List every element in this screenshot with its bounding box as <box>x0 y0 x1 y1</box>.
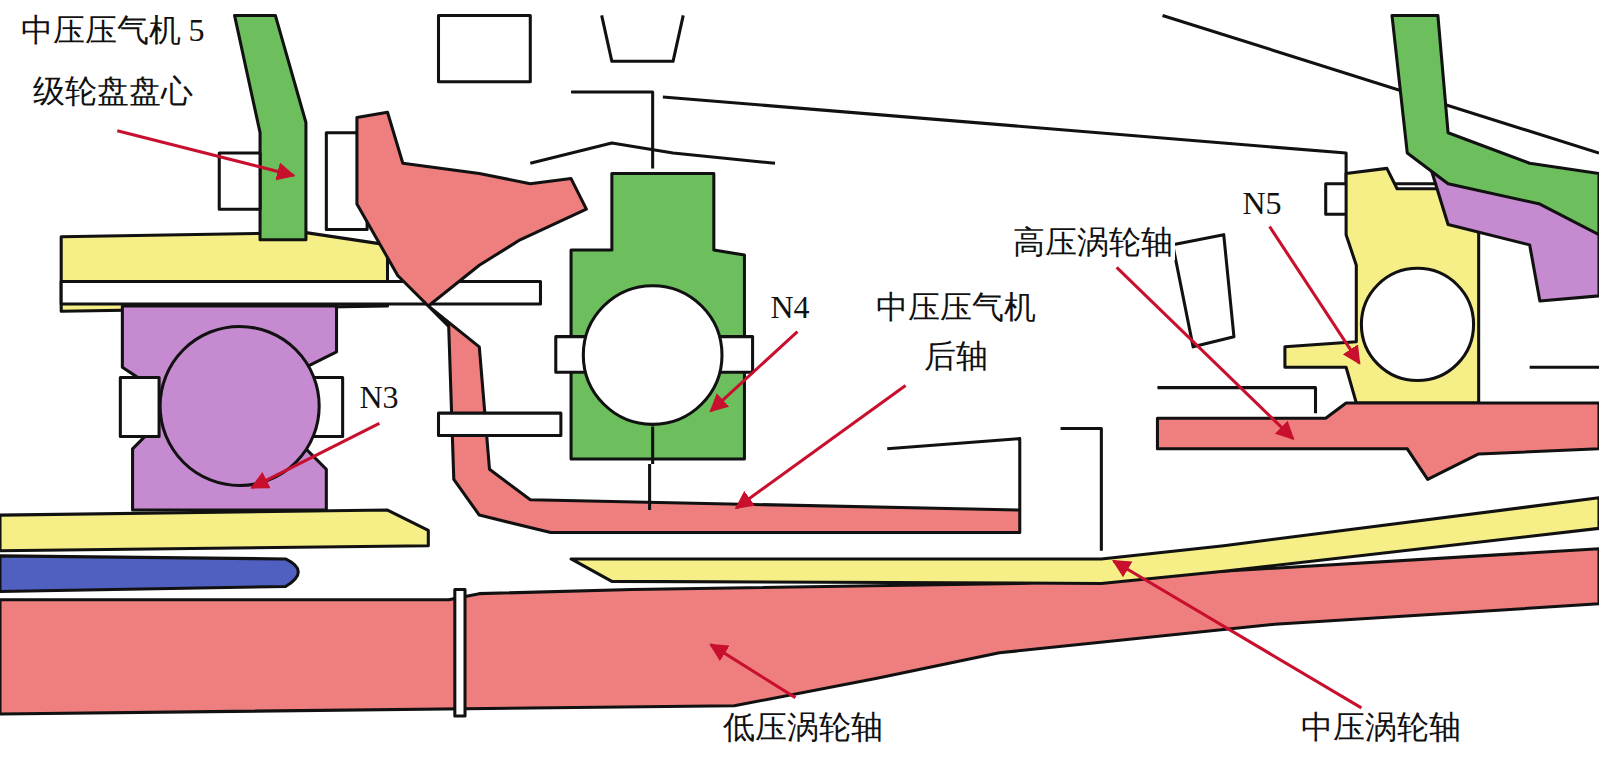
part-label: N4 <box>768 290 811 325</box>
part-label: 高压涡轮轴 <box>1011 225 1175 260</box>
yellow-housing <box>0 510 428 551</box>
leader-arrow <box>117 131 293 176</box>
n5-ball <box>1361 268 1473 380</box>
leader-arrow <box>711 332 798 412</box>
leader-arrow <box>252 423 379 487</box>
leader-arrow <box>736 386 905 508</box>
part-label: 低压涡轮轴 <box>721 710 885 745</box>
part-label: 中压涡轮轴 <box>1299 710 1463 745</box>
casing-line <box>1163 15 1599 153</box>
bearing-race <box>120 377 159 436</box>
green-disc <box>1392 15 1599 234</box>
part-label: 中压压气机 后轴 <box>854 283 1058 381</box>
high-pressure-shaft <box>1157 403 1599 479</box>
leader-arrow <box>1270 227 1360 364</box>
bolt <box>61 282 540 304</box>
part-label: N3 <box>357 380 400 415</box>
blue-sleeve <box>0 556 298 592</box>
casing-block <box>439 15 531 81</box>
leader-arrow <box>711 645 796 698</box>
part-label: 中压压气机 5 级轮盘盘心 <box>3 0 222 122</box>
leader-arrow <box>1117 267 1293 438</box>
oil-line <box>650 426 653 510</box>
casing-line <box>530 15 775 168</box>
n3-ball <box>160 326 319 485</box>
shaft-slot <box>455 590 465 716</box>
bolt <box>439 413 561 435</box>
part-label: N5 <box>1240 186 1283 221</box>
casing-line <box>663 97 1346 184</box>
leader-arrow <box>1114 561 1362 708</box>
n4-bearing-housing <box>571 173 744 459</box>
n4-ball <box>583 286 722 425</box>
